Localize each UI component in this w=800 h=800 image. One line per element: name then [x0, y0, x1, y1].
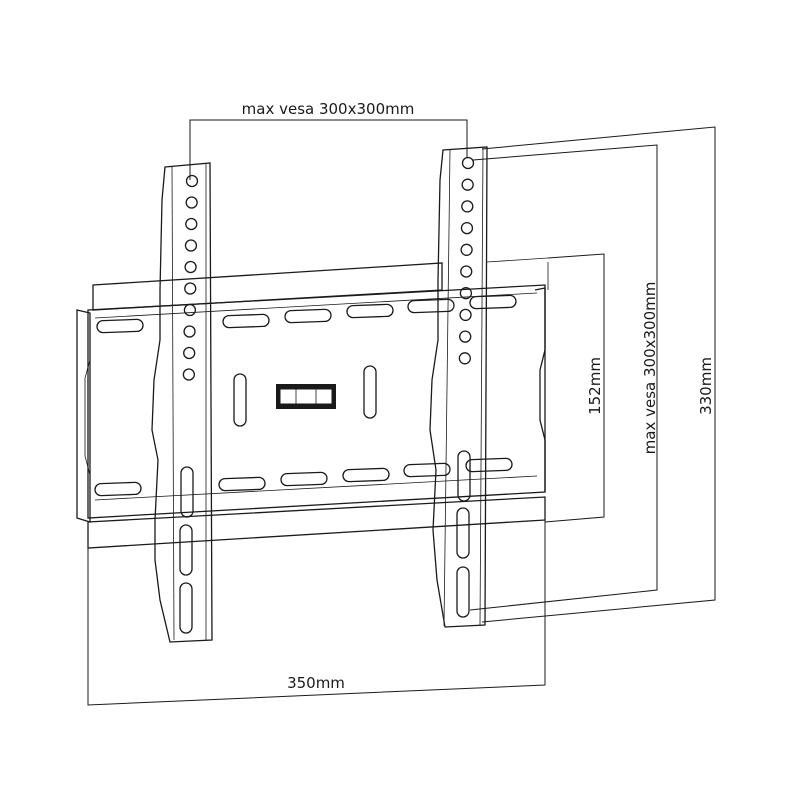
mount-hole [458, 352, 472, 365]
plate-height-label: 152mm [586, 357, 604, 415]
mount-hole [183, 325, 196, 338]
mount-hole [183, 346, 196, 360]
plate-slot [96, 318, 144, 334]
mount-hole [185, 217, 198, 231]
plate-slot [407, 298, 455, 314]
mount-hole [184, 239, 198, 252]
plate-slot [280, 471, 328, 487]
mount-hole [460, 221, 474, 235]
dimension-lines [87, 119, 716, 706]
width-label: 350mm [287, 674, 345, 692]
mount-hole [459, 308, 472, 322]
plate-slot [218, 476, 266, 492]
arm-holes [182, 156, 475, 381]
mount-hole [461, 156, 475, 170]
height-label: 330mm [697, 357, 715, 415]
side-vesa-label: max vesa 300x300mm [641, 282, 659, 455]
right-arm [429, 146, 488, 628]
mount-hole [459, 287, 473, 300]
plate-slot [342, 467, 390, 483]
plate-slot [346, 303, 394, 319]
left-arm [151, 162, 213, 643]
plate-slot [94, 481, 142, 497]
mount-hole [461, 200, 474, 213]
mount-hole [185, 174, 199, 188]
mount-hole [185, 196, 198, 209]
bubble-level-icon [276, 384, 336, 409]
plate-slot [284, 308, 332, 324]
top-vesa-label: max vesa 300x300mm [242, 100, 415, 118]
vertical-slots [233, 365, 377, 427]
mount-hole [184, 282, 197, 295]
mount-hole [184, 260, 197, 274]
plate-slots [94, 294, 517, 497]
plate-slot [403, 462, 451, 478]
arm-slots [179, 450, 471, 634]
mount-hole [183, 303, 197, 317]
plate-slot [469, 294, 517, 310]
plate-slot [465, 457, 513, 473]
mount-hole [459, 330, 472, 343]
mount-hole [460, 243, 473, 256]
plate-slot [222, 313, 270, 329]
mount-hole [460, 265, 473, 278]
mount-hole [182, 368, 196, 381]
mount-hole [461, 178, 474, 191]
